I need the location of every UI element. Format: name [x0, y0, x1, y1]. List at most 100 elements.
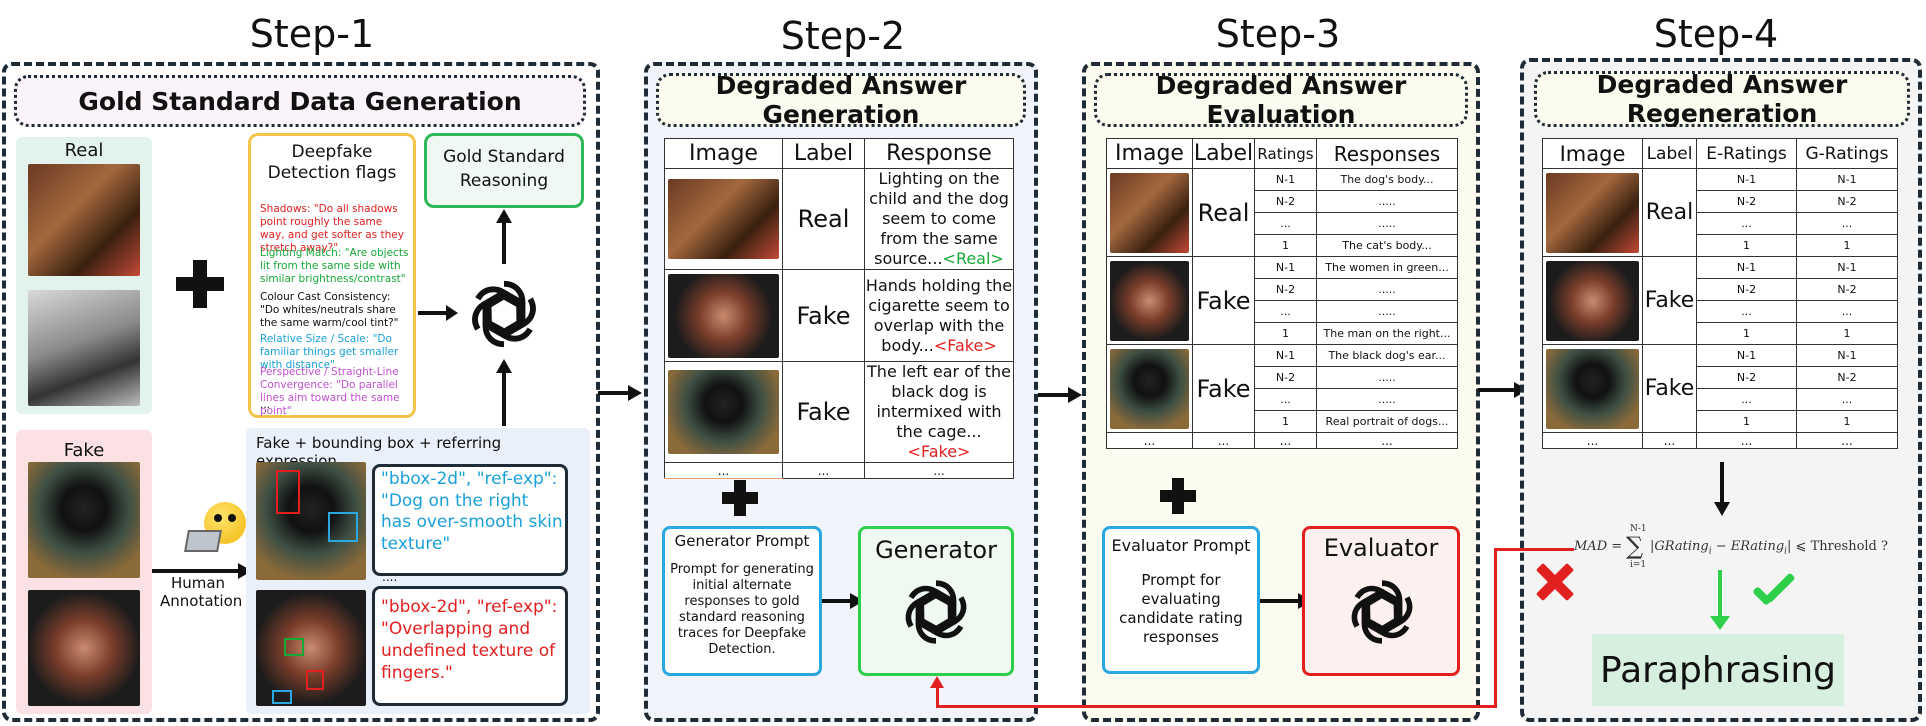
response-cell: .....: [1316, 190, 1458, 213]
col-label: Label: [1192, 138, 1255, 169]
formula-sum-top: N-1: [1630, 524, 1647, 534]
feedback-loop-line: [1494, 548, 1497, 708]
e-rating-cell: N-2: [1696, 278, 1797, 301]
response-cell: .....: [1316, 366, 1458, 389]
table-row-label: Fake: [1192, 256, 1255, 345]
rating-cell: ...: [1254, 212, 1317, 235]
generator-label: Generator: [875, 536, 997, 564]
openai-logo-icon: [462, 272, 546, 356]
ellipsis: ...: [1696, 432, 1797, 449]
deepfake-flags-title: Deepfake Detection flags: [267, 142, 397, 183]
e-rating-cell: ...: [1696, 212, 1797, 235]
evaluator-prompt-box: [1102, 526, 1260, 674]
arrow-table-to-formula: [1720, 462, 1724, 506]
rating-cell: N-1: [1254, 168, 1317, 191]
e-rating-cell: N-2: [1696, 190, 1797, 213]
e-rating-cell: N-1: [1696, 344, 1797, 367]
paraphrasing-box: Paraphrasing: [1592, 634, 1844, 706]
response-cell: .....: [1316, 278, 1458, 301]
table-row-response: Hands holding the cigarette seem to over…: [864, 269, 1014, 362]
col-g-ratings: G-Ratings: [1796, 138, 1898, 169]
gold-standard-text: Gold Standard Reasoning: [443, 147, 565, 191]
flag-relative-size: Relative Size / Scale: "Do familiar thin…: [260, 333, 399, 371]
ellipsis: ...: [864, 462, 1014, 479]
bbox-photo-dogs: [256, 462, 366, 580]
arrow-head: [1068, 387, 1082, 403]
ellipsis: ...: [1106, 432, 1193, 449]
table-row-image: [664, 361, 783, 463]
g-rating-cell: N-1: [1796, 168, 1898, 191]
evaluator-prompt-text: Prompt for evaluating candidate rating r…: [1119, 571, 1243, 646]
ellipsis: ...: [1192, 432, 1255, 449]
ref-more: ....: [382, 570, 398, 584]
arrow-flags-to-model: [418, 311, 448, 315]
ellipsis: ...: [664, 462, 783, 479]
step-4-header: Degraded Answer Regeneration: [1534, 70, 1910, 128]
col-label: Label: [1642, 138, 1697, 169]
deepfake-flags-box: [248, 133, 416, 418]
response-cell: Real portrait of dogs...: [1316, 410, 1458, 433]
openai-logo-icon: [1342, 572, 1422, 652]
table-row-label: Fake: [1192, 344, 1255, 433]
response-cell: .....: [1316, 388, 1458, 411]
openai-logo-icon: [896, 572, 976, 652]
real-photo-dog-child: [28, 164, 140, 276]
table-row-image: [1542, 344, 1643, 433]
col-image: Image: [1106, 138, 1193, 169]
bbox-red-2: [306, 670, 324, 690]
flag-perspective: Perspective / Straight-Line Convergence:…: [260, 366, 400, 417]
plus-icon: [722, 480, 758, 516]
bbox-blue: [328, 512, 358, 542]
generator-prompt-title: Generator Prompt: [674, 532, 810, 550]
g-rating-cell: N-1: [1796, 344, 1898, 367]
table-row-image: [1542, 256, 1643, 345]
e-rating-cell: N-2: [1696, 366, 1797, 389]
flag-shadows: Shadows: "Do all shadows point roughly t…: [260, 203, 404, 254]
rating-cell: ...: [1254, 300, 1317, 323]
response-cell: The man on the right...: [1316, 322, 1458, 345]
generator-box: [858, 526, 1014, 676]
col-response: Response: [864, 138, 1014, 169]
table-row-label: Fake: [1642, 344, 1697, 433]
response-cell: .....: [1316, 212, 1458, 235]
g-rating-cell: ...: [1796, 212, 1898, 235]
g-rating-cell: 1: [1796, 410, 1898, 433]
table-row-label: Real: [1642, 168, 1697, 257]
ellipsis: ...: [1642, 432, 1697, 449]
ellipsis: ...: [1542, 432, 1643, 449]
e-rating-cell: N-1: [1696, 256, 1797, 279]
col-image: Image: [1542, 138, 1643, 169]
rating-cell: 1: [1254, 410, 1317, 433]
bbox-photo-women: [256, 590, 366, 706]
reject-x-icon: [1534, 562, 1575, 602]
ref-exp-box-1: [372, 464, 568, 576]
formula-lhs: MAD =: [1574, 539, 1623, 554]
feedback-loop-line: [936, 705, 1497, 708]
g-rating-cell: ...: [1796, 300, 1898, 323]
e-rating-cell: 1: [1696, 322, 1797, 345]
ellipsis: ...: [1796, 432, 1898, 449]
table-row-label: Fake: [1642, 256, 1697, 345]
col-ratings: Ratings: [1254, 138, 1317, 169]
step-1-header: Gold Standard Data Generation: [14, 75, 586, 127]
arrow-step2-to-step3: [1038, 393, 1070, 397]
step-3-header: Degraded Answer Evaluation: [1094, 71, 1468, 129]
formula-sum-bottom: i=1: [1630, 560, 1647, 570]
g-rating-cell: 1: [1796, 322, 1898, 345]
table-row-image: [664, 168, 783, 270]
table-row-image: [1106, 256, 1193, 345]
arrow-head: [628, 385, 642, 401]
step-2-table: Image Label Response Real Lighting on th…: [664, 138, 1014, 479]
arrow-head: [496, 209, 512, 223]
rating-cell: ...: [1254, 388, 1317, 411]
ellipsis: ...: [1254, 432, 1317, 449]
e-rating-cell: ...: [1696, 388, 1797, 411]
arrow-prompt-to-generator: [822, 599, 852, 603]
ellipsis: ...: [1316, 432, 1458, 449]
g-rating-cell: 1: [1796, 234, 1898, 257]
table-row-image: [664, 269, 783, 362]
arrow-head: [446, 305, 458, 321]
g-rating-cell: N-2: [1796, 366, 1898, 389]
e-rating-cell: N-1: [1696, 168, 1797, 191]
